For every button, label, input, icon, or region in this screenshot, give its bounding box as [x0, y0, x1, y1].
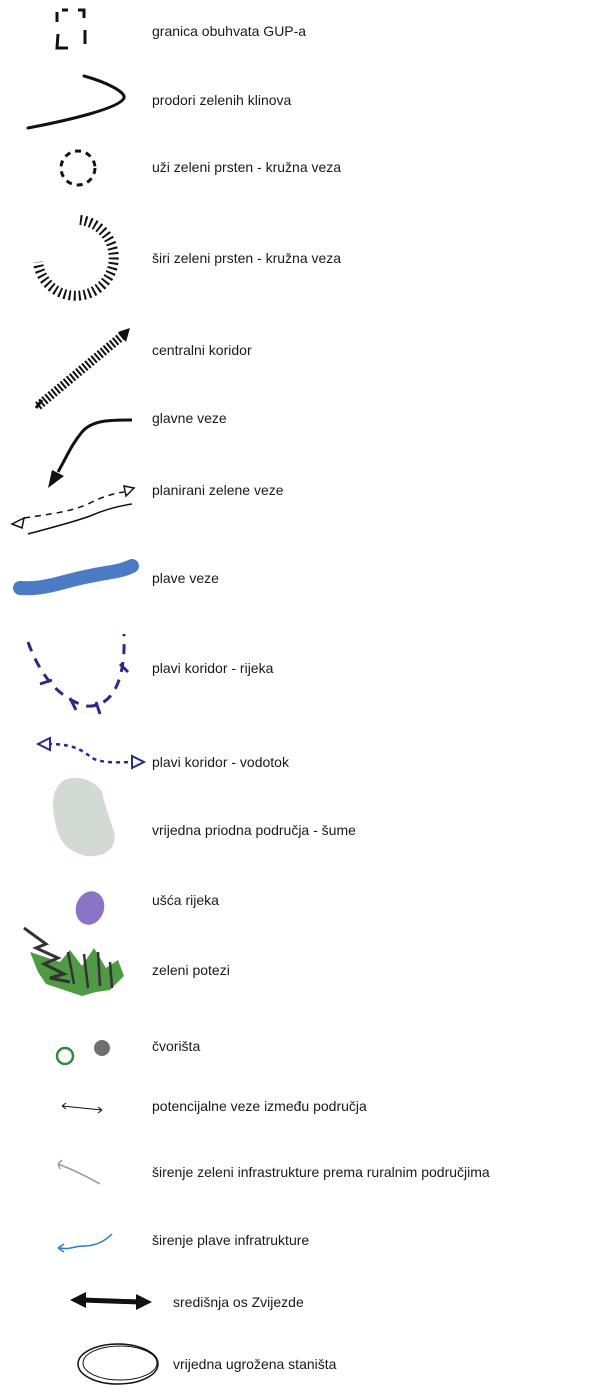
legend-label-green-wedges: prodori zelenih klinova: [152, 92, 291, 108]
legend-label-blue-links: plave veze: [152, 570, 219, 586]
legend-label-green-stretches: zeleni potezi: [152, 962, 230, 978]
legend-label-blue-corridor-river: plavi koridor - rijeka: [152, 660, 273, 676]
legend-row-green-stretches: zeleni potezi: [0, 922, 590, 1002]
wedge-curve-icon: [0, 62, 140, 142]
gray-blob-icon: [0, 772, 150, 862]
green-grass-icon: [0, 922, 150, 1002]
legend-row-green-infra-expansion: širenje zeleni infrastrukture prema rura…: [0, 1154, 590, 1204]
legend-row-inner-ring: uži zeleni prsten - kružna veza: [0, 140, 590, 200]
legend-row-potential-links: potencijalne veze između područja: [0, 1094, 590, 1134]
blue-curved-arrow-icon: [0, 1224, 150, 1274]
legend-label-nodes: čvorišta: [152, 1038, 200, 1054]
legend-label-main-links: glavne veze: [152, 410, 227, 426]
node-circles-icon: [0, 1026, 150, 1076]
legend-label-planned-green-links: planirani zelene veze: [152, 482, 284, 498]
dashed-double-arrow-icon: [0, 474, 150, 544]
legend-label-blue-corridor-stream: plavi koridor - vodotok: [152, 754, 289, 770]
legend-label-green-infra-expansion: širenje zeleni infrastrukture prema rura…: [152, 1164, 490, 1180]
blue-dashed-river-icon: [0, 628, 150, 728]
legend-label-inner-ring: uži zeleni prsten - kružna veza: [152, 159, 341, 175]
dashed-circle-icon: [0, 140, 140, 200]
bold-double-arrow-icon: [0, 1282, 170, 1322]
legend-row-green-wedges: prodori zelenih klinova: [0, 62, 590, 142]
legend-label-central-corridor: centralni koridor: [152, 342, 252, 358]
legend-row-planned-green-links: planirani zelene veze: [0, 474, 590, 544]
legend-label-endangered-habitats: vrijedna ugrožena staništa: [173, 1356, 336, 1372]
hatched-arrow-icon: [0, 320, 140, 415]
hatched-arc-icon: [0, 200, 140, 310]
legend-row-blue-links: plave veze: [0, 550, 590, 610]
legend-label-outer-ring: širi zeleni prsten - kružna veza: [152, 250, 341, 266]
legend-row-nodes: čvorišta: [0, 1026, 590, 1076]
legend-row-blue-infra-expansion: širenje plave infratrukture: [0, 1224, 590, 1274]
legend-label-gup-boundary: granica obuhvata GUP-a: [152, 23, 306, 39]
legend-row-central-axis: središnja os Zvijezde: [0, 1282, 590, 1322]
dashed-bracket-icon: [0, 0, 140, 60]
double-ellipse-icon: [0, 1336, 170, 1393]
legend-label-central-axis: središnja os Zvijezde: [173, 1294, 304, 1310]
legend-label-blue-infra-expansion: širenje plave infratrukture: [152, 1232, 309, 1248]
legend-row-blue-corridor-river: plavi koridor - rijeka: [0, 628, 590, 728]
legend-row-outer-ring: širi zeleni prsten - kružna veza: [0, 200, 590, 310]
legend-row-valuable-natural-areas: vrijedna priodna područja - šume: [0, 772, 590, 862]
legend-label-potential-links: potencijalne veze između područja: [152, 1098, 367, 1114]
thin-double-arrow-icon: [0, 1094, 150, 1134]
legend-row-central-corridor: centralni koridor: [0, 320, 590, 415]
gray-curved-arrow-icon: [0, 1154, 150, 1204]
legend-label-valuable-natural-areas: vrijedna priodna područja - šume: [152, 822, 356, 838]
blue-wave-icon: [0, 550, 150, 610]
legend-row-gup-boundary: granica obuhvata GUP-a: [0, 0, 590, 60]
legend-row-endangered-habitats: vrijedna ugrožena staništa: [0, 1336, 590, 1393]
legend-label-river-mouths: ušća rijeka: [152, 892, 219, 908]
